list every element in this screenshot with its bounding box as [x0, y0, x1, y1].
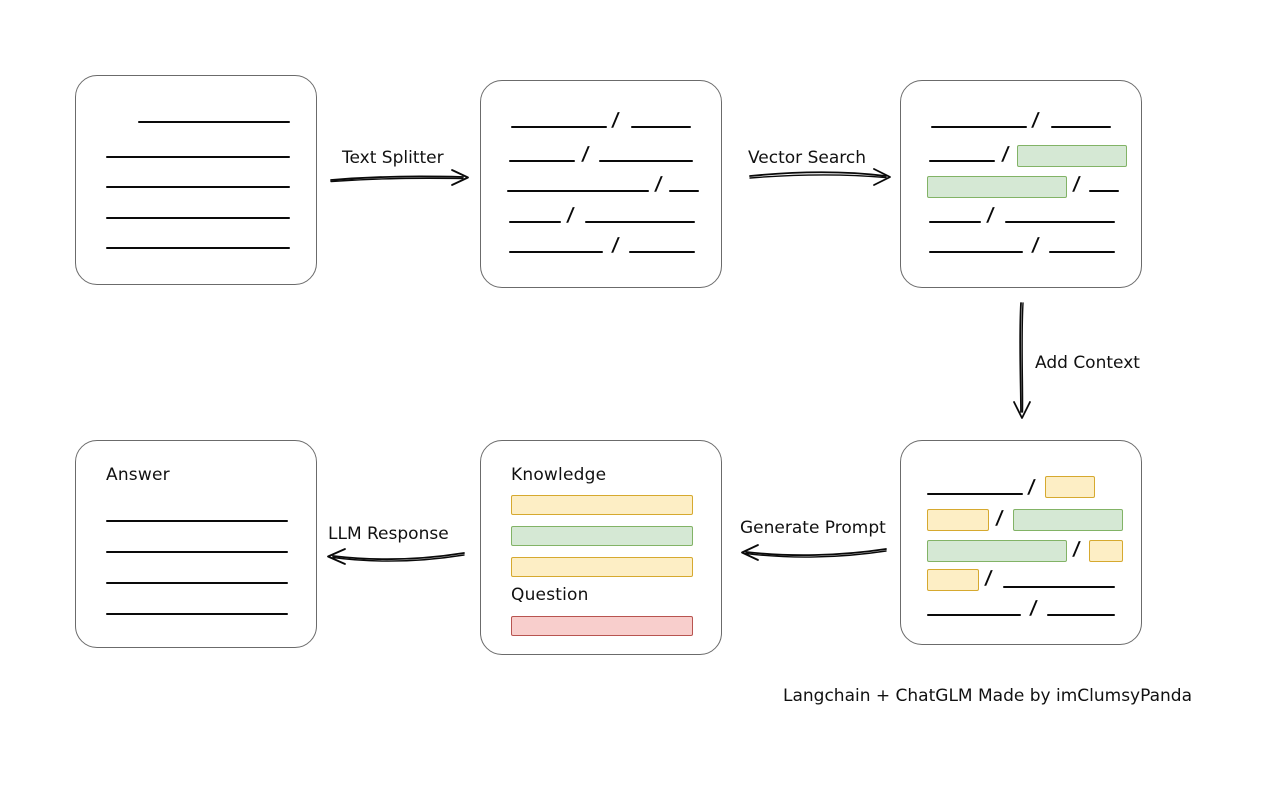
- chunk-separator: /: [1028, 597, 1039, 619]
- chunk-line: [1049, 251, 1115, 253]
- node-prompt[interactable]: Knowledge Question: [480, 440, 722, 655]
- doc-line: [106, 247, 290, 249]
- chunk-separator: /: [610, 109, 621, 131]
- edge-label-generate-prompt: Generate Prompt: [740, 518, 886, 538]
- knowledge-chip-green[interactable]: [511, 526, 693, 546]
- chunk-separator: /: [994, 507, 1005, 529]
- doc-line: [106, 156, 290, 158]
- node-answer[interactable]: Answer: [75, 440, 317, 648]
- arrow-vector-search: [749, 168, 891, 186]
- answer-heading: Answer: [106, 465, 170, 485]
- node-context-chunks[interactable]: / / / / /: [900, 440, 1142, 645]
- answer-line: [106, 551, 288, 553]
- node-split-chunks[interactable]: / / / / /: [480, 80, 722, 288]
- chunk-separator: /: [653, 173, 664, 195]
- chunk-line: [585, 221, 695, 223]
- context-chunk-yellow[interactable]: [1089, 540, 1123, 562]
- chunk-line: [929, 251, 1023, 253]
- arrow-add-context: [1013, 302, 1031, 419]
- question-label: Question: [511, 585, 589, 605]
- context-chunk-yellow[interactable]: [927, 509, 989, 531]
- question-chip-red[interactable]: [511, 616, 693, 636]
- chunk-line: [669, 190, 699, 192]
- chunk-separator: /: [1030, 234, 1041, 256]
- chunk-separator: /: [985, 204, 996, 226]
- chunk-line: [927, 493, 1023, 495]
- chunk-line: [1005, 221, 1115, 223]
- chunk-line: [929, 221, 981, 223]
- chunk-line: [1089, 190, 1119, 192]
- knowledge-chip-yellow[interactable]: [511, 495, 693, 515]
- chunk-line: [929, 160, 995, 162]
- chunk-line: [509, 251, 603, 253]
- context-chunk-green[interactable]: [927, 540, 1067, 562]
- arrow-generate-prompt: [741, 544, 887, 561]
- chunk-separator: /: [1000, 143, 1011, 165]
- chunk-line: [509, 160, 575, 162]
- chunk-line: [1003, 586, 1115, 588]
- chunk-separator: /: [565, 204, 576, 226]
- node-source-document[interactable]: [75, 75, 317, 285]
- doc-line: [106, 186, 290, 188]
- matched-chunk-green[interactable]: [1017, 145, 1127, 167]
- arrow-llm-response: [327, 548, 465, 565]
- edge-label-llm-response: LLM Response: [328, 524, 449, 544]
- chunk-line: [509, 221, 561, 223]
- context-chunk-yellow[interactable]: [1045, 476, 1095, 498]
- diagram-caption: Langchain + ChatGLM Made by imClumsyPand…: [783, 686, 1192, 706]
- chunk-line: [1047, 614, 1115, 616]
- edge-label-vector-search: Vector Search: [748, 148, 866, 168]
- chunk-separator: /: [1030, 109, 1041, 131]
- chunk-line: [507, 190, 649, 192]
- chunk-line: [931, 126, 1027, 128]
- chunk-line: [629, 251, 695, 253]
- chunk-separator: /: [1071, 173, 1082, 195]
- chunk-separator: /: [1071, 538, 1082, 560]
- chunk-line: [511, 126, 607, 128]
- chunk-line: [599, 160, 693, 162]
- knowledge-label: Knowledge: [511, 465, 607, 485]
- matched-chunk-green[interactable]: [927, 176, 1067, 198]
- doc-line: [106, 217, 290, 219]
- chunk-separator: /: [610, 234, 621, 256]
- answer-line: [106, 520, 288, 522]
- context-chunk-green[interactable]: [1013, 509, 1123, 531]
- answer-line: [106, 582, 288, 584]
- arrow-text-splitter: [330, 169, 469, 186]
- doc-line: [138, 121, 290, 123]
- chunk-separator: /: [1026, 476, 1037, 498]
- edge-label-add-context: Add Context: [1035, 353, 1140, 373]
- edge-label-text-splitter: Text Splitter: [342, 148, 444, 168]
- knowledge-chip-yellow[interactable]: [511, 557, 693, 577]
- chunk-separator: /: [580, 143, 591, 165]
- node-matched-chunks[interactable]: / / / / /: [900, 80, 1142, 288]
- context-chunk-yellow[interactable]: [927, 569, 979, 591]
- chunk-separator: /: [983, 567, 994, 589]
- answer-line: [106, 613, 288, 615]
- chunk-line: [927, 614, 1021, 616]
- chunk-line: [631, 126, 691, 128]
- chunk-line: [1051, 126, 1111, 128]
